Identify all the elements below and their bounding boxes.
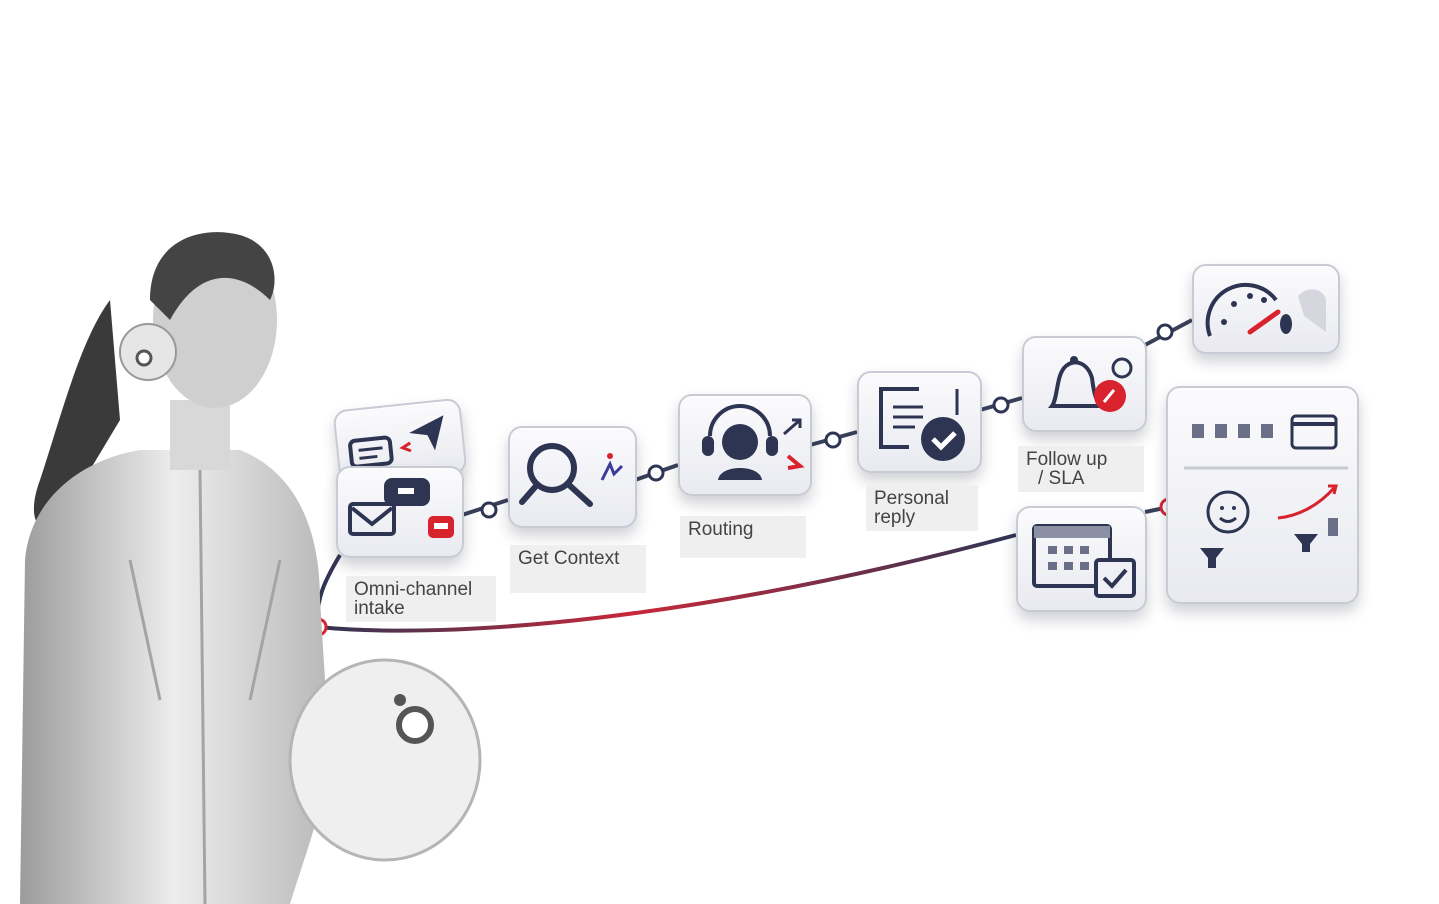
label-line: Follow up [1026, 449, 1108, 470]
bell-alarm-icon [1048, 356, 1133, 412]
step-label-follow-up-sla: Follow up / SLA [1018, 446, 1144, 492]
calendar-check-icon [1032, 524, 1136, 598]
step-routing-tile[interactable] [678, 394, 812, 496]
node [1156, 323, 1174, 341]
label-line: reply [874, 507, 916, 528]
step-personal-reply-tile[interactable] [857, 371, 982, 473]
step-get-context-tile[interactable] [508, 426, 637, 528]
label-line: / SLA [1038, 468, 1085, 489]
schedule-tile[interactable] [1016, 506, 1147, 612]
step-label-omni-channel-intake: Omni-channel intake [346, 576, 496, 622]
speedometer-icon [1205, 282, 1326, 337]
label-line: Omni-channel [354, 579, 473, 600]
node [992, 396, 1010, 414]
chat-send-icon [348, 415, 444, 469]
headset-agent-icon [702, 404, 805, 480]
node [480, 501, 498, 519]
step-label-get-context: Get Context [510, 545, 646, 593]
step-label-personal-reply: Personal reply [866, 485, 978, 531]
sla-gauge-tile[interactable] [1192, 264, 1340, 354]
dashboard-tile[interactable] [1166, 386, 1359, 604]
helmet [288, 658, 482, 862]
search-icon [519, 443, 624, 507]
document-check-icon [879, 387, 965, 461]
label-line: Personal [874, 488, 949, 509]
analytics-dashboard-icon [1184, 414, 1348, 568]
flow-nodes [480, 323, 1174, 519]
step-omni-channel-tile[interactable] [336, 466, 464, 558]
step-label-routing: Routing [680, 516, 806, 558]
woman-astronaut-illustration [20, 232, 482, 904]
step-follow-up-tile[interactable] [1022, 336, 1147, 432]
email-chat-icon [348, 478, 454, 538]
node [824, 431, 842, 449]
node [647, 464, 665, 482]
label-line: intake [354, 598, 405, 619]
step-omni-channel-top-tile[interactable] [332, 397, 468, 487]
